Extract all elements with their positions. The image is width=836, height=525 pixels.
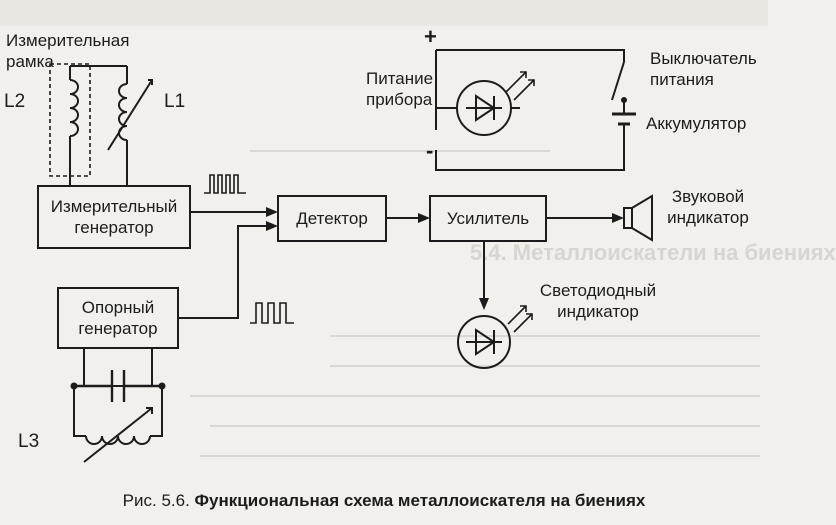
wire bbox=[73, 386, 163, 437]
variable-arrow-head bbox=[148, 79, 153, 85]
background-heading: 5.4. Металлоискатели на биениях bbox=[470, 240, 836, 265]
block-measuring-generator bbox=[37, 185, 191, 249]
arrow-head bbox=[479, 298, 489, 310]
variable-arrow-head bbox=[146, 407, 153, 414]
variable-arrow-l1 bbox=[107, 79, 153, 151]
speaker-icon bbox=[623, 207, 633, 229]
background-line bbox=[330, 365, 760, 367]
background-line bbox=[200, 455, 760, 457]
label-amplifier: Усилитель bbox=[446, 209, 530, 228]
label-l1: L1 bbox=[164, 91, 186, 112]
background-line bbox=[330, 335, 760, 337]
arrow-head bbox=[266, 207, 278, 217]
background-bleed-top bbox=[0, 0, 768, 26]
background-line bbox=[210, 425, 760, 427]
arrow-head bbox=[418, 213, 430, 223]
power-light-arrow bbox=[513, 79, 535, 101]
arrow-head bbox=[612, 213, 624, 223]
label-l2: L2 bbox=[4, 91, 26, 112]
battery-symbol bbox=[612, 112, 636, 126]
label-reference-generator: Опорный генератор bbox=[78, 298, 158, 338]
wire bbox=[74, 348, 162, 387]
label-power-switch: Выключатель питания bbox=[650, 49, 757, 89]
led-diode-symbol bbox=[466, 328, 502, 356]
label-led-indicator: Светодиодный индикатор bbox=[539, 281, 657, 321]
power-led-diode bbox=[466, 94, 502, 122]
pulse-train-icon bbox=[204, 174, 246, 194]
label-measuring-frame: Измерительная рамка bbox=[6, 31, 130, 71]
label-detector: Детектор bbox=[296, 209, 368, 228]
circuit-diagram bbox=[37, 49, 653, 463]
coil-l2 bbox=[69, 79, 79, 137]
wire bbox=[436, 49, 625, 62]
led-indicator-icon bbox=[457, 315, 511, 369]
led-light-arrow bbox=[507, 305, 527, 325]
caption-number: Рис. 5.6. bbox=[122, 491, 190, 510]
led-light-arrow bbox=[513, 313, 533, 333]
page: 5.4. Металлоискатели на биениях bbox=[0, 0, 836, 512]
label-sound-indicator: Звуковой индикатор bbox=[667, 187, 749, 227]
label-battery: Аккумулятор bbox=[646, 114, 747, 133]
wire bbox=[435, 130, 625, 171]
figure-caption: Рис. 5.6. Функциональная схема металлоис… bbox=[0, 490, 768, 512]
power-switch-symbol bbox=[611, 61, 625, 101]
label-plus: + bbox=[424, 24, 437, 49]
background-line bbox=[190, 395, 760, 397]
caption-title: Функциональная схема металлоискателя на … bbox=[194, 491, 646, 510]
speaker-icon-cone bbox=[631, 194, 653, 242]
label-l3: L3 bbox=[18, 431, 40, 452]
variable-arrow-l3 bbox=[83, 407, 153, 463]
label-minus: - bbox=[426, 138, 434, 163]
background-line bbox=[250, 150, 550, 152]
label-power-supply: Питание прибора bbox=[366, 69, 434, 109]
pulse-train-icon bbox=[250, 302, 294, 324]
label-measuring-generator: Измерительный генератор bbox=[50, 197, 178, 237]
arrow-head bbox=[266, 221, 278, 231]
coil-l3 bbox=[85, 435, 151, 445]
capacitor-symbol bbox=[74, 370, 162, 402]
signal-line bbox=[178, 225, 268, 319]
power-light-arrow bbox=[505, 71, 527, 93]
